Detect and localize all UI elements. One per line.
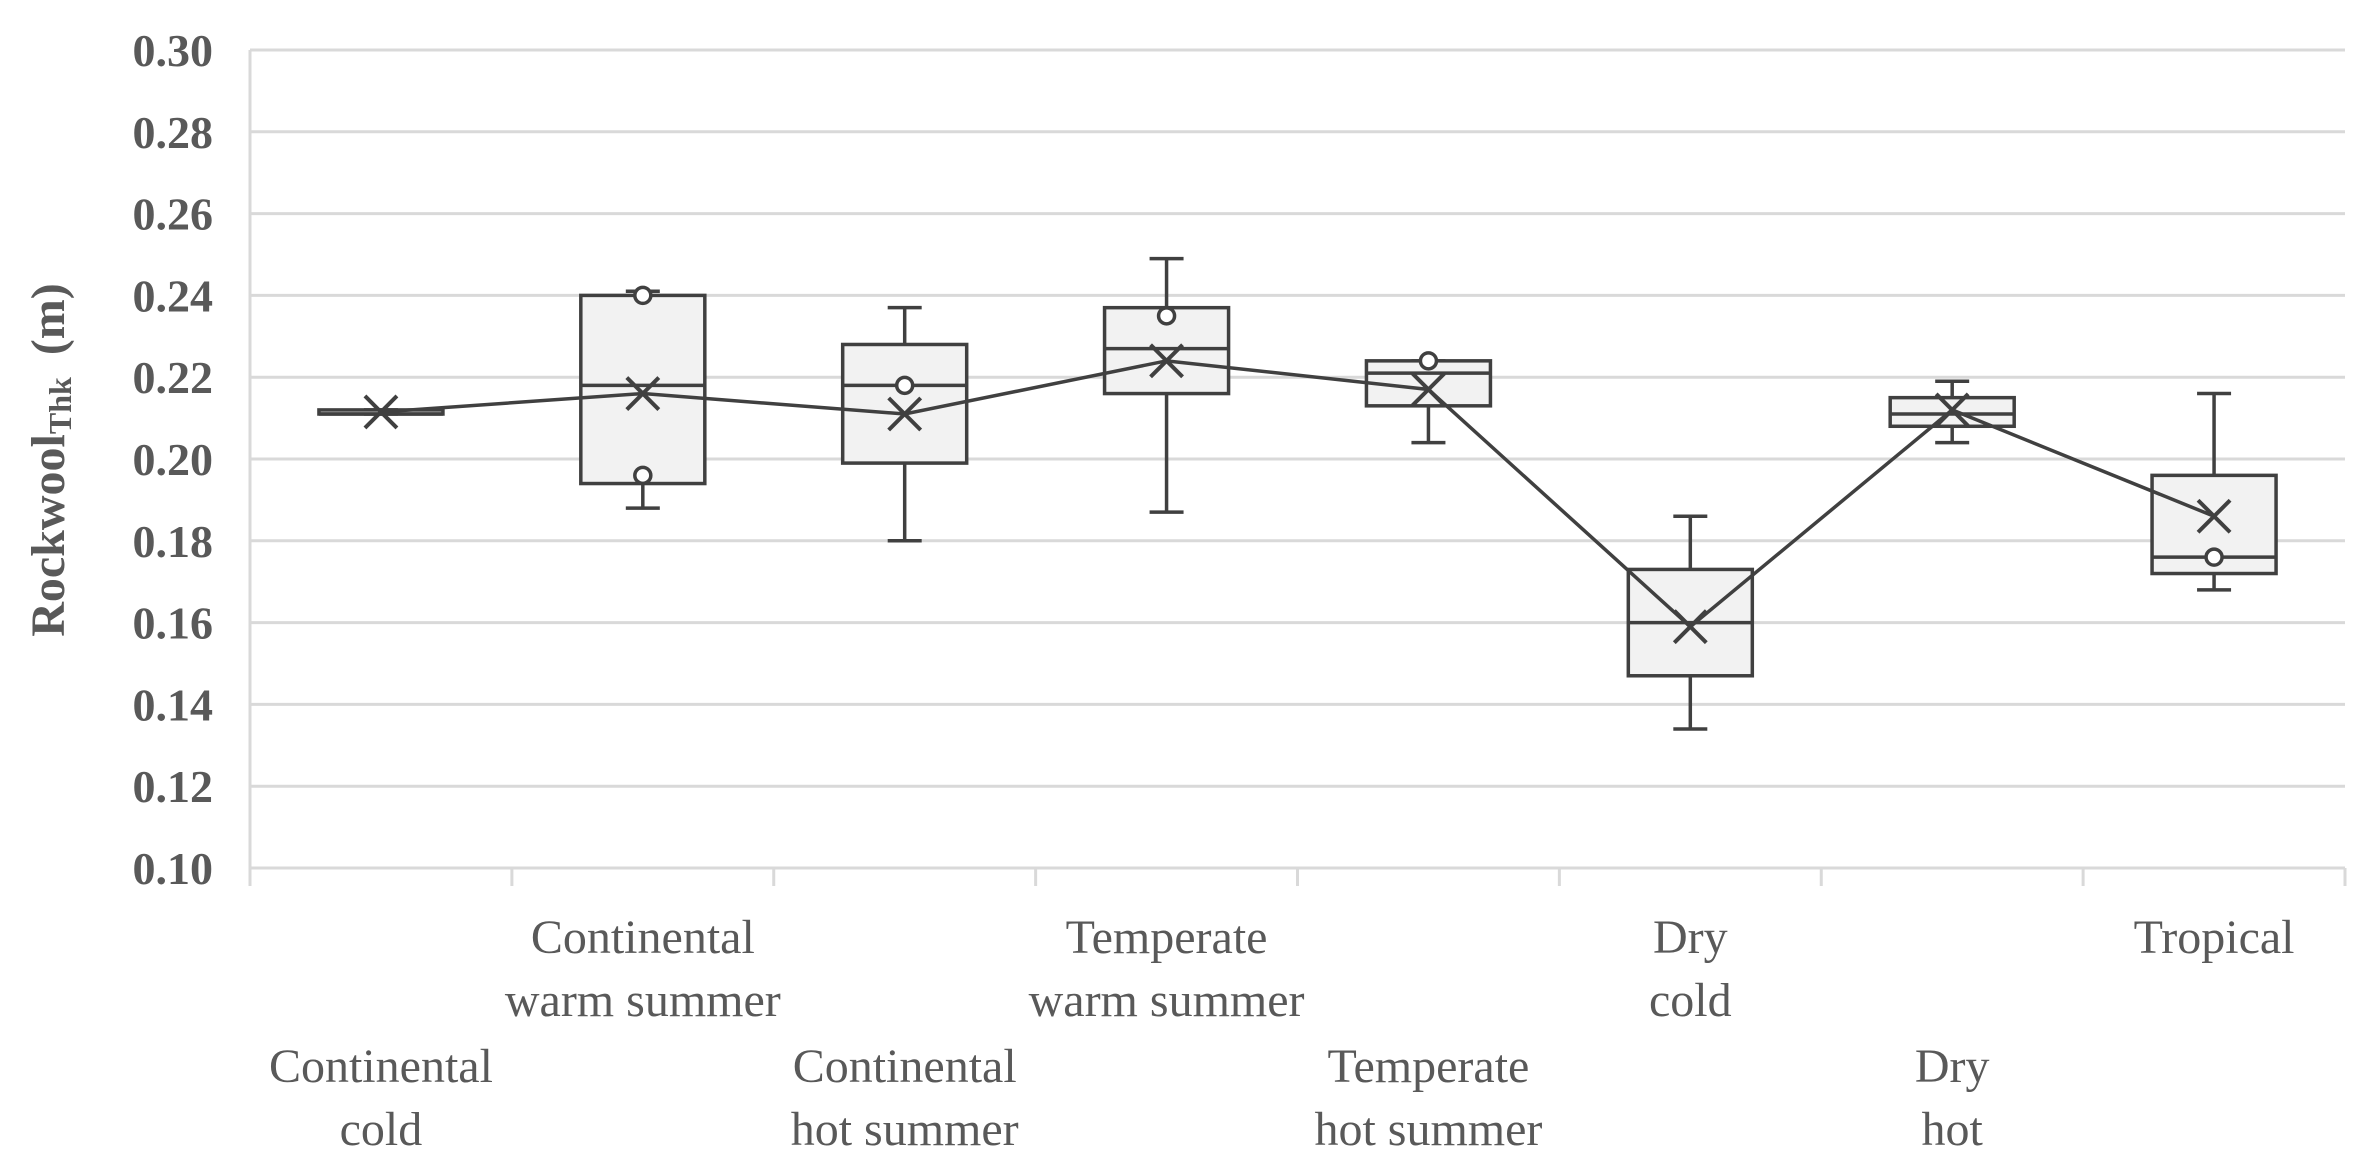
y-tick-label: 0.22 — [133, 352, 214, 403]
data-point — [894, 375, 915, 396]
y-axis-tick-labels: 0.10 0.12 0.14 0.16 0.18 0.20 0.22 0.24 0.26 0.28… — [133, 25, 214, 894]
category-label-line1: Continental — [531, 911, 755, 964]
y-axis-label-main: Rockwool — [22, 434, 75, 637]
category-label-line1: Dry — [1915, 1040, 1990, 1093]
y-tick-label: 0.18 — [133, 516, 214, 567]
data-point — [2204, 547, 2224, 567]
box-series — [317, 256, 2278, 731]
box-group — [840, 305, 969, 543]
data-point — [1156, 306, 1177, 326]
y-tick-label: 0.24 — [133, 270, 214, 321]
gridlines — [250, 48, 2345, 870]
y-tick-label: 0.28 — [133, 107, 214, 158]
box-group — [579, 285, 707, 510]
category-label-line1: Temperate — [1328, 1040, 1530, 1093]
category-label-line2: warm summer — [505, 974, 781, 1027]
box-iqr — [840, 342, 969, 465]
category-label-line1: Temperate — [1066, 911, 1268, 964]
y-tick-label: 0.14 — [133, 679, 214, 730]
y-tick-label: 0.26 — [133, 189, 214, 240]
y-tick-label: 0.16 — [133, 598, 214, 649]
category-label-line2: cold — [340, 1103, 423, 1156]
category-label-line2: warm summer — [1029, 974, 1305, 1027]
box-group — [2150, 391, 2278, 592]
mean-line — [380, 359, 2215, 630]
data-point — [1418, 351, 1439, 371]
box-iqr — [579, 293, 707, 486]
category-label-line1: Tropical — [2134, 911, 2295, 964]
category-label-line1: Continental — [269, 1040, 493, 1093]
category-label-line2: hot — [1922, 1103, 1984, 1156]
category-label-line1: Dry — [1653, 911, 1728, 964]
y-tick-label: 0.12 — [133, 761, 214, 812]
data-point — [633, 465, 653, 486]
y-tick-label: 0.20 — [133, 434, 214, 485]
y-axis-label-unit: (m) — [22, 283, 75, 355]
data-point — [633, 285, 653, 306]
box-group — [1888, 379, 2016, 445]
box-group — [1626, 514, 1755, 731]
y-tick-label: 0.30 — [133, 25, 214, 76]
mean-connector-line — [380, 359, 2215, 630]
y-tick-label: 0.10 — [133, 843, 214, 894]
category-label-line1: Continental — [793, 1040, 1017, 1093]
y-axis-label-subscript: Thk — [42, 377, 78, 434]
x-axis — [248, 50, 2347, 886]
category-label-line2: hot summer — [791, 1103, 1019, 1156]
y-axis-label: RockwoolThk (m) — [22, 283, 78, 637]
category-label-line2: hot summer — [1314, 1103, 1542, 1156]
category-label-line2: cold — [1649, 974, 1732, 1027]
